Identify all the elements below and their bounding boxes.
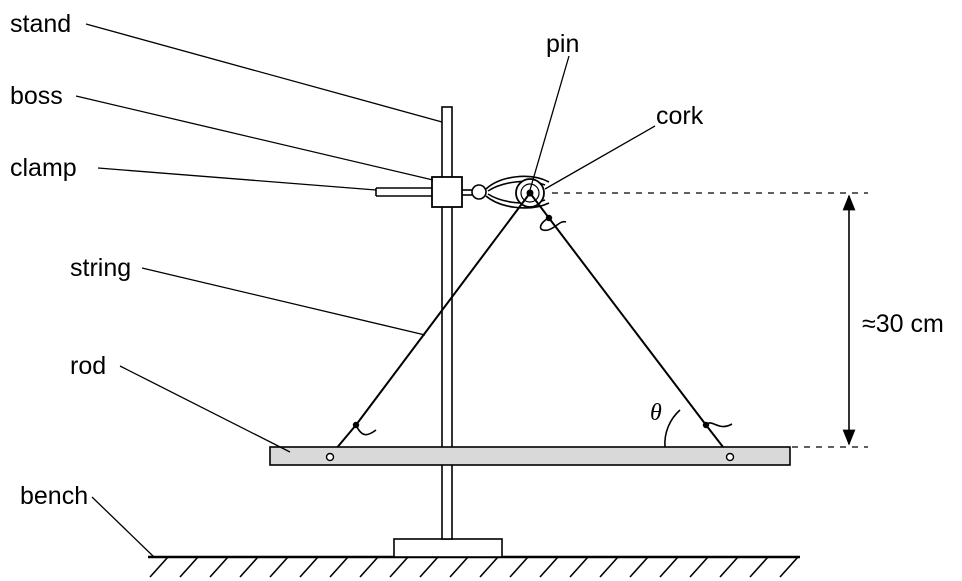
angle-label: θ [650, 400, 662, 426]
boss-label: boss [10, 82, 63, 110]
pin-label: pin [546, 30, 579, 58]
rod-hole-left [325, 452, 335, 462]
pin-leader [529, 55, 570, 191]
bench-hatching [149, 556, 799, 578]
stand-label: stand [10, 10, 71, 38]
leader-lines [75, 23, 656, 558]
right-string [529, 192, 707, 426]
clamp-leader [97, 167, 377, 191]
angle-arc [664, 409, 681, 448]
boss [431, 176, 463, 208]
clamp-arm [375, 187, 432, 197]
cork-inner [520, 183, 540, 203]
rod-label: rod [70, 352, 106, 380]
cork-leader [544, 125, 656, 190]
rod [269, 446, 791, 466]
rod-leader [119, 365, 291, 453]
rod-hole-right [725, 452, 735, 462]
bench [148, 555, 800, 578]
stand-leader [85, 23, 443, 123]
strings [329, 192, 731, 457]
clamp-connector [462, 189, 472, 196]
boss-leader [75, 95, 434, 181]
stand-pole [441, 106, 453, 540]
string-knots [352, 214, 733, 436]
string-label: string [70, 254, 131, 282]
bench-leader [91, 496, 155, 558]
pin [526, 189, 534, 197]
clamp-joint [471, 184, 487, 200]
string-leader [141, 267, 426, 336]
height-label: ≈30 cm [862, 310, 944, 338]
bench-label: bench [20, 482, 88, 510]
left-string [355, 192, 531, 426]
clamp-label: clamp [10, 154, 77, 182]
stand-base [393, 538, 503, 558]
cork-label: cork [656, 102, 704, 130]
